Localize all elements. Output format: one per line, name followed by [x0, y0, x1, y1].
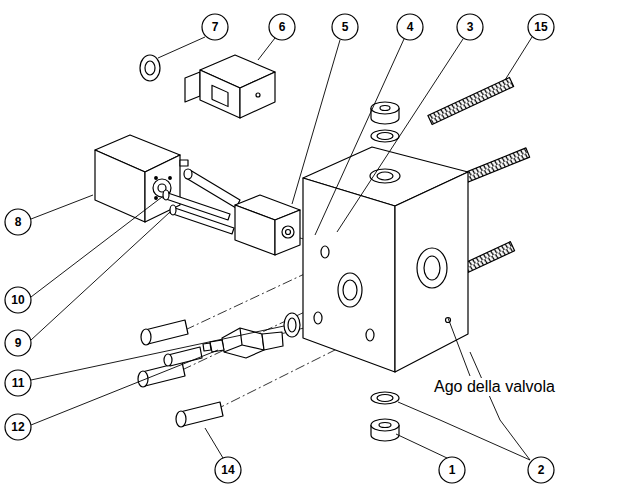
callout-circle: [332, 14, 358, 40]
bottom-plug: [371, 392, 399, 441]
callout-number: 12: [5, 414, 31, 440]
callout-circle: [528, 14, 554, 40]
callout-number: 15: [528, 14, 554, 40]
callout-circle: [269, 14, 295, 40]
valve-fitting: [203, 328, 283, 358]
callout-number: 10: [5, 287, 31, 313]
callout-circle: [202, 14, 228, 40]
callout-circle: [397, 14, 423, 40]
callout-number: 4: [397, 14, 423, 40]
leader-line: [31, 37, 532, 460]
callout-number: 9: [5, 330, 31, 356]
callout-number: 3: [457, 14, 483, 40]
callout-number: 8: [5, 209, 31, 235]
valve-body: [303, 147, 468, 372]
callout-circle: [457, 14, 483, 40]
callout-number: 7: [202, 14, 228, 40]
callout-number: 11: [5, 370, 31, 396]
callout-number: 1: [439, 457, 465, 483]
electrical-connector: [185, 55, 275, 118]
callout-circle: [5, 330, 31, 356]
callout-circle: [5, 370, 31, 396]
callout-circle: [5, 287, 31, 313]
valve-armature: [184, 169, 300, 255]
callout-number: 2: [528, 457, 554, 483]
callout-number: 5: [332, 14, 358, 40]
callout-circle: [528, 457, 554, 483]
solenoid-coil: [95, 135, 188, 222]
callout-circle: [439, 457, 465, 483]
o-ring: [284, 313, 300, 337]
callout-circle: [215, 457, 241, 483]
top-plug: [371, 102, 399, 142]
cap-screw: [138, 320, 223, 427]
callout-number: 14: [215, 457, 241, 483]
seal-ring: [140, 55, 160, 81]
part-note: Ago della valvola: [432, 378, 557, 396]
callout-circle: [5, 414, 31, 440]
callout-number: 6: [269, 14, 295, 40]
callout-circle: [5, 209, 31, 235]
